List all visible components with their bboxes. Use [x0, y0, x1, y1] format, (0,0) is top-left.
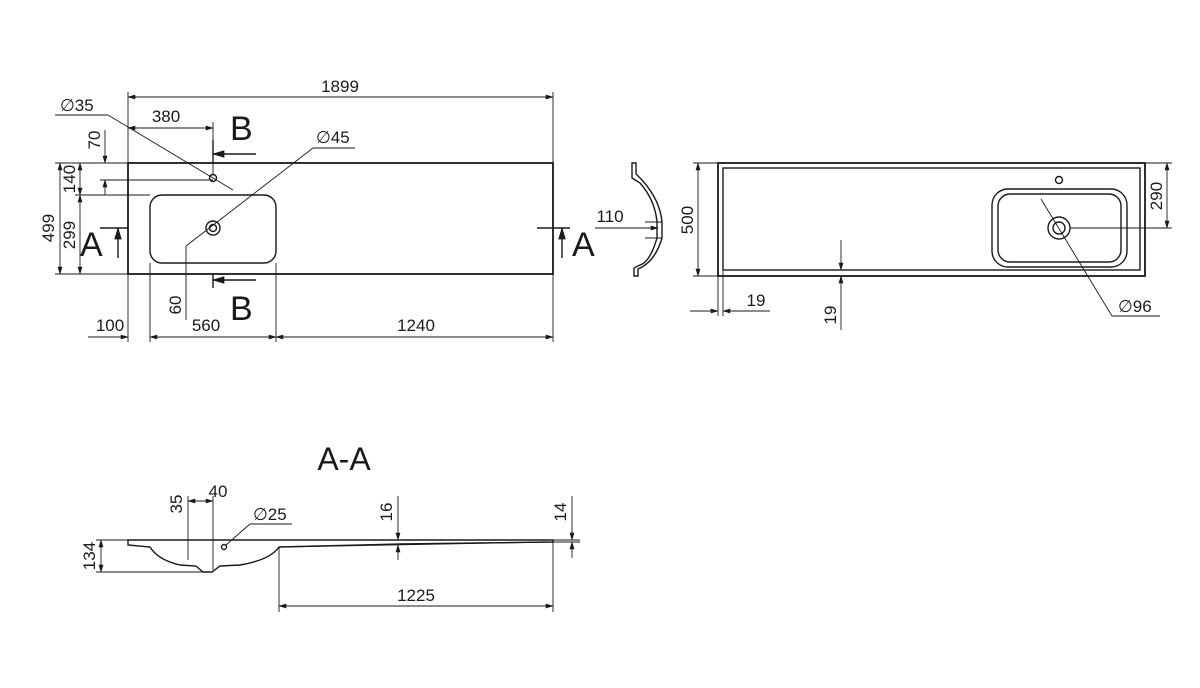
top-view: 1899 380 ∅35 ∅45 B B A A 499: [39, 77, 595, 342]
section-a-right: A: [572, 226, 595, 264]
dim-overflow-25: ∅25: [253, 505, 287, 524]
dim-290: 290: [1147, 182, 1166, 210]
dim-110: 110: [596, 207, 623, 226]
leader-96: [1040, 198, 1113, 317]
dim-drain-96: ∅96: [1118, 297, 1152, 316]
section-title: A-A: [317, 441, 371, 477]
side-view: 110: [595, 162, 663, 277]
dim-70: 70: [85, 131, 104, 150]
dim-19-v: 19: [821, 306, 840, 325]
dim-500: 500: [678, 206, 697, 234]
dim-1899: 1899: [321, 77, 359, 96]
bottom-tap-hole: [1054, 175, 1064, 185]
section-a-left: A: [80, 226, 103, 264]
section-profile: [127, 539, 554, 573]
bottom-outline: [717, 162, 1146, 277]
section-b-top: B: [230, 110, 253, 148]
dim-100: 100: [96, 316, 124, 335]
dim-134: 134: [80, 542, 99, 570]
bottom-view: 500 290 19 19 ∅96: [678, 162, 1172, 330]
countertop-outline: [127, 162, 554, 275]
dim-14: 14: [551, 503, 570, 522]
dim-380: 380: [152, 107, 180, 126]
dim-60: 60: [166, 296, 185, 315]
dim-40: 40: [209, 482, 228, 501]
bottom-drain-inner: [1052, 221, 1066, 235]
dim-drain-45: ∅45: [316, 128, 350, 147]
overflow-hole: [220, 543, 228, 551]
dim-1240: 1240: [397, 316, 435, 335]
bottom-inner-rim: [722, 167, 1141, 271]
dim-560: 560: [192, 316, 220, 335]
drain-outer: [205, 220, 221, 236]
dim-hole-35: ∅35: [60, 96, 94, 115]
side-profile: [631, 162, 663, 277]
dim-19-h: 19: [747, 291, 766, 310]
dim-16: 16: [377, 503, 396, 522]
section-b-bottom: B: [230, 290, 253, 328]
basin-outline: [149, 194, 277, 264]
dim-35: 35: [167, 495, 186, 514]
section-aa: A-A 35 40 ∅25 16 14 134 1225: [80, 441, 580, 612]
dim-299: 299: [60, 221, 79, 249]
dim-140: 140: [60, 165, 79, 193]
dim-499: 499: [39, 214, 58, 242]
dim-1225: 1225: [397, 586, 435, 605]
